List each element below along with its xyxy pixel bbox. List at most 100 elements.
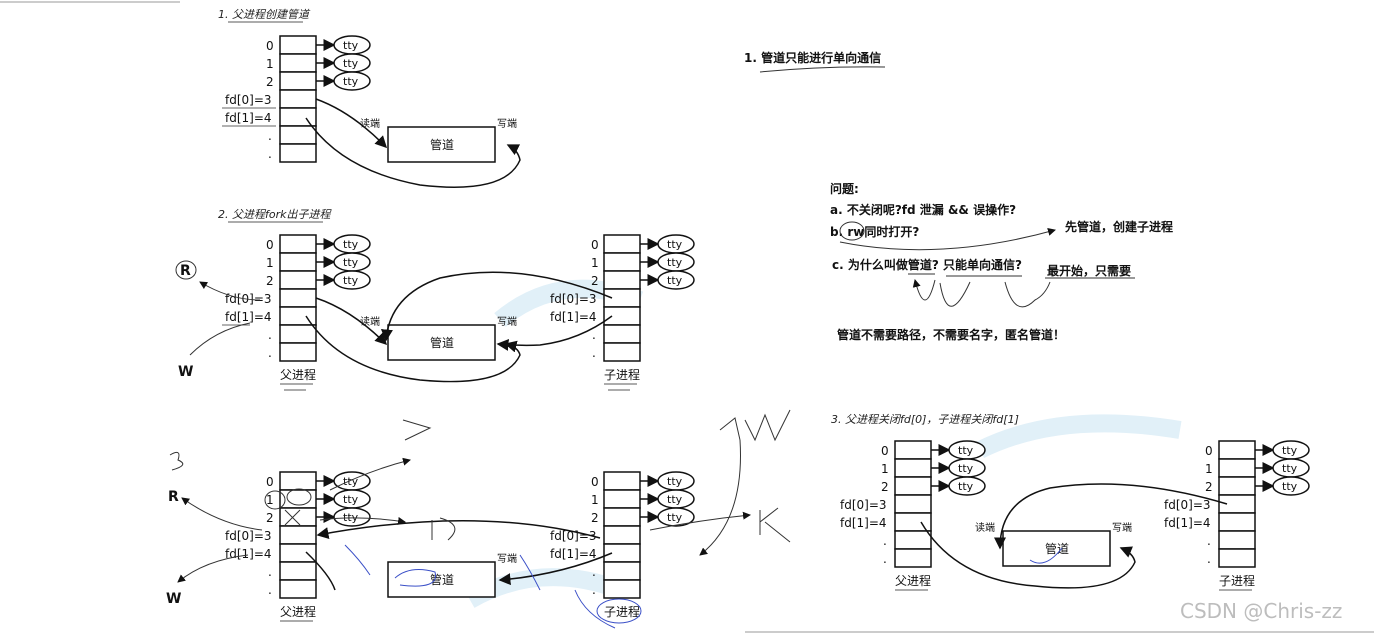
- pipe-label: 管道: [430, 137, 454, 152]
- tty-label: tty: [343, 57, 359, 70]
- fd-index-0: 0: [591, 475, 599, 489]
- pipe-write-end-label: 写端: [497, 315, 517, 328]
- fd-dot: .: [592, 328, 596, 342]
- fd-index-0: 0: [1205, 444, 1213, 458]
- diagram-parent-create-pipe: 1. 父进程创建管道 0 1 2 fd[0]=3 fd[1]=4 . . tty…: [218, 8, 521, 188]
- fd-write-label: fd[1]=4: [550, 547, 597, 561]
- tty-label: tty: [343, 75, 359, 88]
- pipe-read-end-label: 读端: [360, 315, 380, 328]
- tty-label: tty: [343, 256, 359, 269]
- handwritten-W: W: [166, 591, 181, 607]
- pipe-box: [387, 324, 496, 361]
- notes-heading: 1. 管道只能进行单向通信: [744, 50, 881, 65]
- csdn-watermark: CSDN @Chris-zz: [1180, 599, 1342, 623]
- pipe-read-end-label: 读端: [975, 521, 995, 534]
- parent-process-label: 父进程: [280, 367, 316, 382]
- fd-dot: .: [268, 147, 272, 161]
- diagram-annotated-copy: 0 1 2 fd[0]=3 fd[1]=4 . . tty tty tty 父进…: [166, 409, 791, 629]
- fd-index-0: 0: [591, 238, 599, 252]
- tty-label: tty: [1282, 444, 1298, 457]
- fd-table-child: [603, 234, 641, 362]
- tty-label: tty: [667, 238, 683, 251]
- note-only-need-initially: 最开始，只需要: [1047, 263, 1131, 278]
- fd-write-label: fd[1]=4: [225, 547, 272, 561]
- tty-label: tty: [343, 475, 359, 488]
- fd-index-1: 1: [591, 493, 599, 507]
- tty-label: tty: [667, 274, 683, 287]
- fd-dot: .: [1207, 534, 1211, 548]
- tty-label: tty: [343, 493, 359, 506]
- question-c: c. 为什么叫做管道? 只能单向通信?: [832, 257, 1022, 272]
- parent-process-label: 父进程: [895, 573, 931, 588]
- fd-index-2: 2: [881, 480, 889, 494]
- fd-index-2: 2: [591, 511, 599, 525]
- fd-dot: .: [592, 565, 596, 579]
- pipe-write-end-label: 写端: [497, 552, 517, 565]
- fd-index-0: 0: [266, 39, 274, 53]
- fd-table-child: [1218, 440, 1256, 568]
- diagram-close-ends: 3. 父进程关闭fd[0]，子进程关闭fd[1] 0 1 2 fd[0]=3 f…: [831, 413, 1310, 591]
- question-title: 问题:: [830, 181, 859, 196]
- pipe-box: [387, 561, 496, 598]
- tty-label: tty: [1282, 462, 1298, 475]
- fd-index-1: 1: [266, 256, 274, 270]
- note-create-pipe-first: 先管道，创建子进程: [1065, 219, 1173, 234]
- fd-index-1: 1: [266, 493, 274, 507]
- pipe-label: 管道: [1045, 541, 1069, 556]
- fd-dot: .: [268, 565, 272, 579]
- fd-dot: .: [883, 552, 887, 566]
- fd-index-2: 2: [266, 274, 274, 288]
- fd-index-1: 1: [266, 57, 274, 71]
- fd-dot: .: [268, 583, 272, 597]
- tty-label: tty: [667, 511, 683, 524]
- tty-label: tty: [958, 480, 974, 493]
- fd-table-parent: [279, 234, 317, 362]
- diagram-caption: 1. 父进程创建管道: [218, 8, 311, 21]
- tty-label: tty: [667, 493, 683, 506]
- fd-table-child: [603, 471, 641, 599]
- child-process-label: 子进程: [604, 367, 640, 382]
- pipe-box: [387, 126, 496, 163]
- handwritten-W: W: [178, 364, 193, 380]
- fd-index-2: 2: [266, 75, 274, 89]
- fd-index-2: 2: [1205, 480, 1213, 494]
- fd-write-label: fd[1]=4: [1164, 516, 1211, 530]
- note-anonymous-pipe: 管道不需要路径，不需要名字，匿名管道！: [837, 327, 1065, 342]
- tty-label: tty: [343, 238, 359, 251]
- fd-write-label: fd[1]=4: [225, 310, 272, 324]
- child-process-label: 子进程: [1219, 573, 1255, 588]
- diagram-fork-child: 2. 父进程fork出子进程 0 1 2 fd[0]=3 fd[1]=4 . .…: [175, 208, 695, 391]
- diagram-caption: 2. 父进程fork出子进程: [218, 208, 332, 221]
- fd-index-1: 1: [881, 462, 889, 476]
- fd-table-parent: [279, 471, 317, 599]
- fd-write-label: fd[1]=4: [550, 310, 597, 324]
- fd-write-label: fd[1]=4: [840, 516, 887, 530]
- pipe-box: [1002, 530, 1111, 567]
- fd-dot: .: [1207, 552, 1211, 566]
- fd-index-0: 0: [266, 475, 274, 489]
- fd-index-1: 1: [1205, 462, 1213, 476]
- fd-table-parent: [894, 440, 932, 568]
- fd-dot: .: [268, 129, 272, 143]
- fd-index-0: 0: [881, 444, 889, 458]
- fd-read-label: fd[0]=3: [225, 93, 272, 107]
- pipe-label: 管道: [430, 335, 454, 350]
- fd-index-1: 1: [591, 256, 599, 270]
- child-process-label: 子进程: [604, 604, 640, 619]
- fd-read-label: fd[0]=3: [550, 292, 597, 306]
- fd-dot: .: [268, 346, 272, 360]
- fd-dot: .: [592, 583, 596, 597]
- parent-process-label: 父进程: [280, 604, 316, 619]
- question-a: a. 不关闭呢?fd 泄漏 && 误操作?: [830, 202, 1016, 217]
- tty-label: tty: [343, 274, 359, 287]
- tty-label: tty: [1282, 480, 1298, 493]
- fd-dot: .: [592, 346, 596, 360]
- pipe-write-end-label: 写端: [497, 117, 517, 130]
- tty-label: tty: [343, 39, 359, 52]
- diagram-caption: 3. 父进程关闭fd[0]，子进程关闭fd[1]: [831, 413, 1019, 426]
- fd-index-2: 2: [591, 274, 599, 288]
- handwritten-R: R: [180, 263, 191, 279]
- handwritten-R: R: [168, 489, 179, 505]
- fd-read-label: fd[0]=3: [840, 498, 887, 512]
